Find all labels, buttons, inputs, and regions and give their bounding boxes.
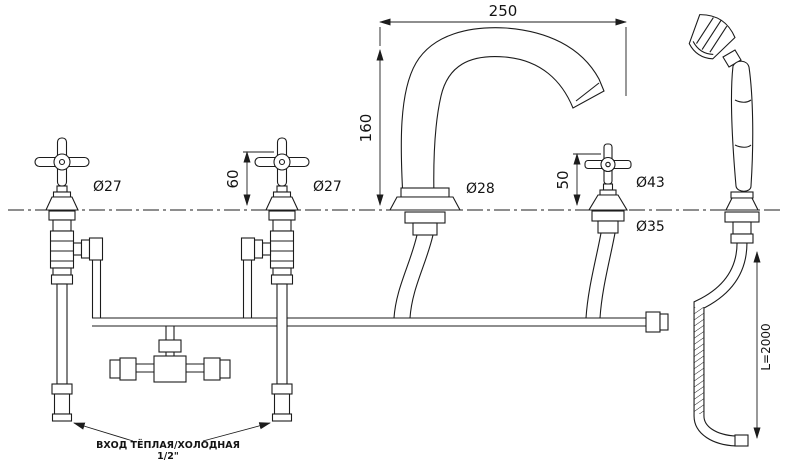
inlet-leader-right (202, 422, 271, 442)
tee-riser-nut (158, 339, 182, 353)
hose-end-fitting (734, 434, 749, 447)
shower-holder-collar (730, 191, 754, 199)
diverter-escutcheon (588, 194, 628, 211)
shower-head (688, 14, 736, 60)
diverter (584, 143, 632, 234)
hose-coil-texture (693, 307, 705, 414)
dimensions: 250 160 60 50 Ø27 Ø27 Ø28 Ø43 Ø35 L=2000 (93, 2, 773, 439)
spout-collar (400, 187, 450, 198)
dim-hose-length: L=2000 (759, 323, 773, 370)
tee-left-nut (119, 357, 137, 381)
spout-drop-pipe-left (393, 234, 418, 319)
spout-drop-pipe-right (409, 234, 434, 319)
tee-body (153, 355, 187, 383)
inlet-caption: ВХОД ТЁПЛАЯ/ХОЛОДНАЯ (96, 440, 240, 451)
manifold-end-nut (645, 311, 661, 333)
spout-escutcheon (389, 196, 461, 211)
shower-hose-nut (730, 233, 754, 244)
shower-mount-nut (724, 211, 760, 223)
tee-assembly (109, 326, 231, 383)
spout-shank (412, 222, 438, 236)
valve-middle (240, 137, 310, 422)
dia-label-valve-left: Ø27 (93, 179, 122, 195)
diverter-mount-nut (591, 210, 625, 222)
shower-handle (731, 60, 754, 192)
spout-outlet-rim (575, 82, 600, 102)
shower-escutcheon (725, 197, 759, 211)
dim-spout-reach: 250 (489, 2, 518, 20)
dim-spout-height: 160 (357, 114, 375, 143)
diverter-shank (597, 220, 619, 234)
diverter-drop-pipe-right (599, 232, 616, 319)
shower-hose (693, 242, 749, 447)
spout-body (400, 27, 605, 199)
inlet-size: 1/2" (157, 451, 179, 462)
dia-label-spout: Ø28 (466, 181, 495, 197)
dia-label-shank: Ø35 (636, 219, 665, 235)
shower-head-bell (688, 14, 736, 60)
tee-right-nut (203, 357, 221, 381)
dia-label-diverter: Ø43 (636, 175, 665, 191)
shower-neck (722, 49, 742, 68)
hand-shower (688, 14, 760, 244)
below-deck-piping (92, 232, 749, 447)
inlet-caption-group: ВХОД ТЁПЛАЯ/ХОЛОДНАЯ 1/2" (73, 422, 271, 462)
diverter-drop-pipe-left (585, 232, 602, 319)
dia-label-valve-middle: Ø27 (313, 179, 342, 195)
spout-mount-nut (404, 211, 446, 224)
tee-left-cap (109, 359, 121, 379)
inlet-leader-left (73, 422, 134, 442)
dim-handle-height: 60 (224, 169, 242, 188)
shower-shank (732, 221, 752, 235)
tee-right-cap (219, 359, 231, 379)
spout (389, 27, 605, 236)
manifold-end-cap (659, 313, 669, 331)
dim-diverter-height: 50 (554, 170, 572, 189)
